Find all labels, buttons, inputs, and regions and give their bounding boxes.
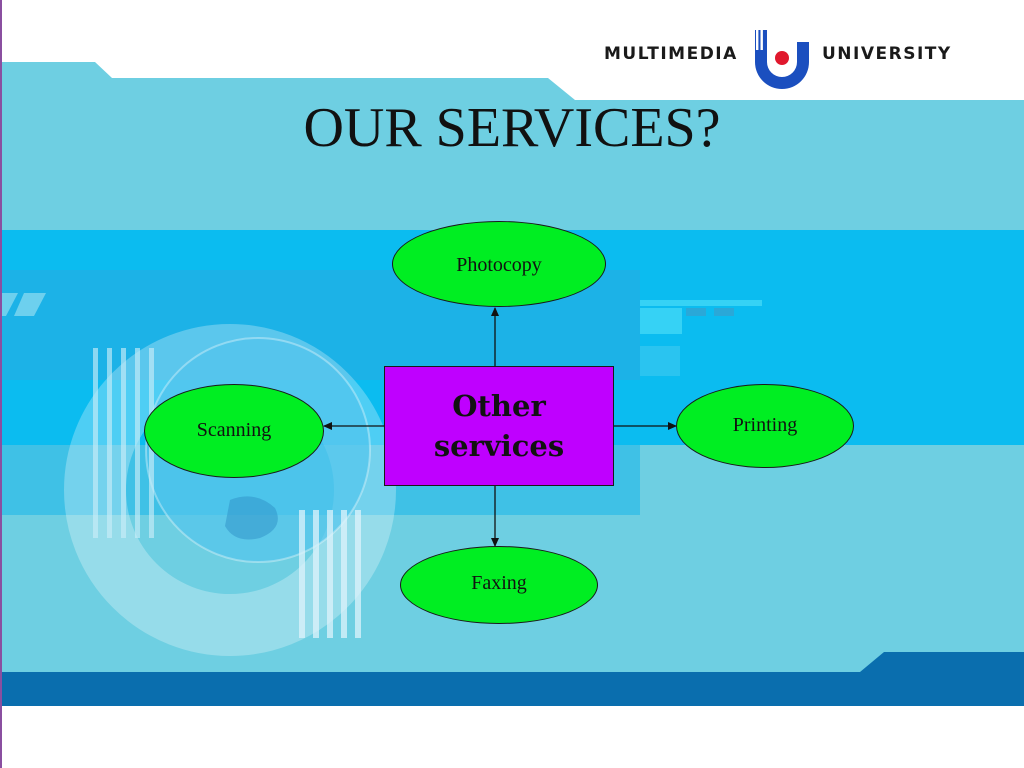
node-photocopy-label: Photocopy xyxy=(456,254,542,276)
university-emblem-icon xyxy=(755,30,809,89)
node-faxing-label: Faxing xyxy=(471,572,527,594)
center-label-line1: Other xyxy=(452,389,546,423)
slide-title: OUR SERVICES? xyxy=(303,97,721,159)
node-faxing: Faxing xyxy=(400,546,598,624)
logo-right-text: UNIVERSITY xyxy=(822,44,952,64)
node-scanning-label: Scanning xyxy=(196,419,272,441)
center-node-other-services: Other services xyxy=(384,366,614,486)
center-label-line2: services xyxy=(433,429,565,463)
university-logo: MULTIMEDIA UNIVERSITY xyxy=(600,24,960,90)
node-printing: Printing xyxy=(676,384,854,468)
logo-left-text: MULTIMEDIA xyxy=(604,44,738,64)
node-photocopy: Photocopy xyxy=(392,221,606,307)
node-printing-label: Printing xyxy=(732,414,798,436)
node-scanning: Scanning xyxy=(144,384,324,478)
